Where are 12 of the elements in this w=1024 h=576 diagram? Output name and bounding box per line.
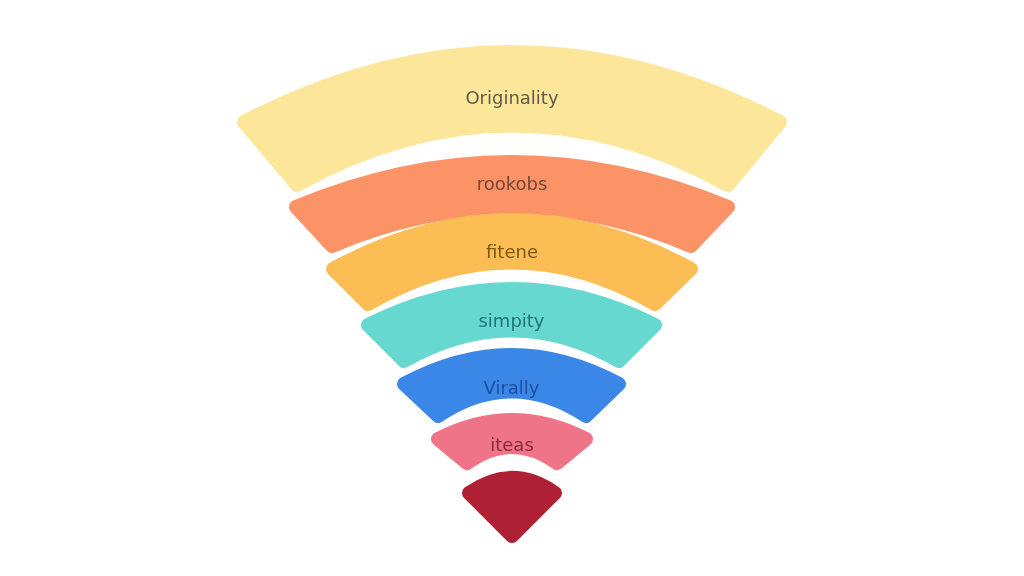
funnel-band (361, 282, 662, 368)
band-label: fitene (486, 240, 538, 262)
band-label: rookobs (476, 172, 548, 194)
band-label: Originality (465, 86, 559, 108)
band-label: Virally (483, 376, 540, 398)
funnel-band (326, 213, 698, 311)
funnel-band (397, 348, 626, 423)
funnel-band (431, 413, 593, 470)
funnel-tip (462, 471, 562, 543)
band-label: iteas (490, 433, 534, 455)
funnel-band (237, 45, 787, 192)
band-label: simpity (478, 309, 545, 331)
